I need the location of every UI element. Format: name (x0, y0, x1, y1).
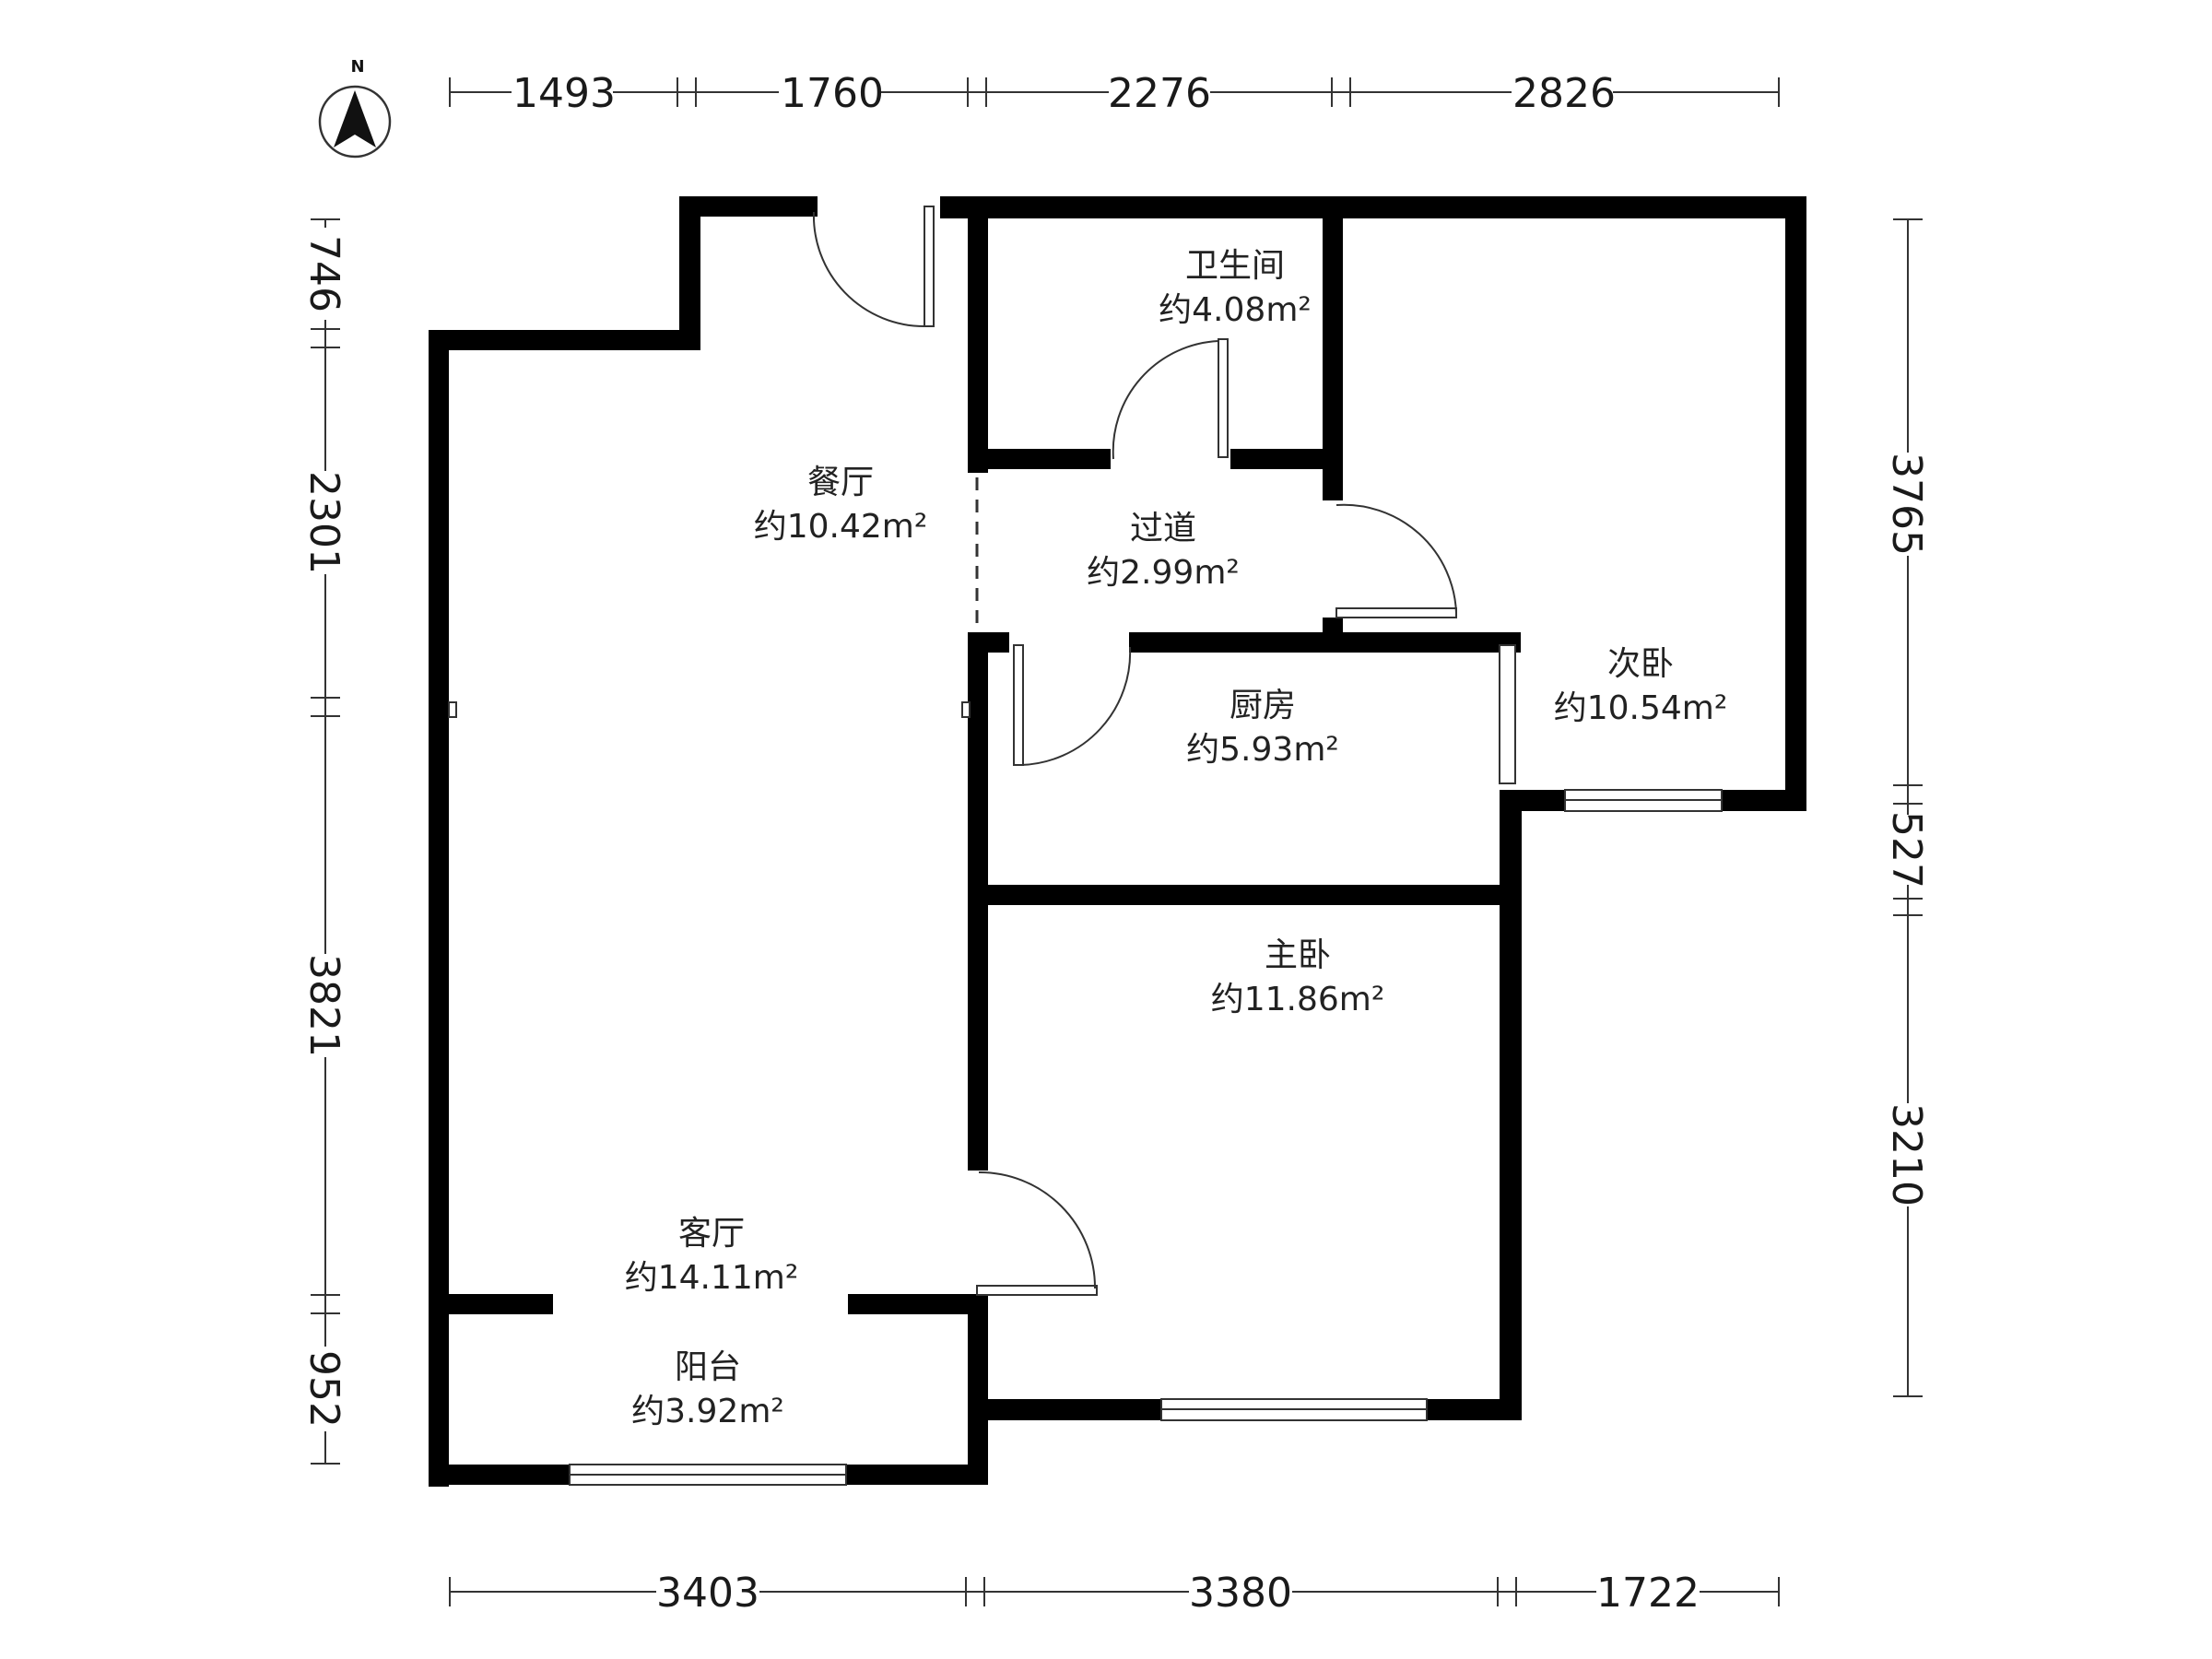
dim-top-3: 2276 (1108, 70, 1211, 117)
room-balcony-name: 阳台 (675, 1348, 741, 1386)
door-bathroom (1112, 338, 1229, 460)
dim-right-3: 3210 (1883, 1103, 1930, 1206)
room-dining: 餐厅 约10.42m² (754, 464, 928, 546)
dim-top-4: 2826 (1512, 70, 1616, 117)
room-kitchen: 厨房 约5.93m² (1186, 687, 1339, 769)
dimensions-right: 3765 527 3210 (1883, 218, 1932, 1397)
windows (569, 644, 1723, 1486)
room-hallway: 过道 约2.99m² (1087, 510, 1240, 592)
room-kitchen-name: 厨房 (1230, 687, 1296, 724)
room-living: 客厅 约14.11m² (625, 1215, 799, 1297)
door-entrance (812, 206, 935, 327)
room-bathroom-area: 约4.08m² (1159, 291, 1312, 329)
dimensions-left: 746 2301 3821 952 (300, 218, 349, 1465)
room-kitchen-area: 约5.93m² (1186, 731, 1339, 769)
room-hallway-area: 约2.99m² (1087, 554, 1240, 592)
room-dining-name: 餐厅 (807, 464, 874, 501)
dim-left-1: 746 (300, 235, 347, 312)
door-second-bedroom (1335, 503, 1457, 618)
dim-top-2: 1760 (781, 70, 884, 117)
compass: N (318, 57, 392, 159)
compass-north-label: N (350, 57, 364, 76)
dim-right-1: 3765 (1883, 453, 1930, 556)
room-labels: 卫生间 约4.08m² 餐厅 约10.42m² 过道 约2.99m² 次卧 约1… (625, 247, 1728, 1430)
walls (429, 196, 1806, 1487)
dim-left-4: 952 (300, 1350, 347, 1428)
room-hallway-name: 过道 (1130, 510, 1196, 547)
dimensions-top: 1493 1760 2276 2826 (449, 68, 1780, 117)
room-master-bedroom: 主卧 约11.86m² (1211, 936, 1385, 1018)
door-kitchen (1013, 644, 1132, 766)
room-second-bedroom-name: 次卧 (1607, 645, 1674, 683)
room-dining-area: 约10.42m² (754, 508, 928, 546)
room-balcony-area: 约3.92m² (631, 1393, 784, 1430)
room-master-bedroom-name: 主卧 (1265, 936, 1331, 974)
room-bathroom-name: 卫生间 (1185, 247, 1285, 285)
dimensions-bottom: 3403 3380 1722 (449, 1568, 1780, 1617)
room-second-bedroom: 次卧 约10.54m² (1554, 645, 1728, 727)
room-balcony: 阳台 约3.92m² (631, 1348, 784, 1430)
doors (448, 206, 1457, 1296)
dim-left-3: 3821 (300, 954, 347, 1057)
window-kitchen-side (1499, 644, 1516, 784)
compass-arrow-icon (334, 90, 376, 147)
room-living-area: 约14.11m² (625, 1259, 799, 1297)
dim-right-2: 527 (1883, 811, 1930, 888)
room-second-bedroom-area: 约10.54m² (1554, 689, 1728, 727)
dim-top-1: 1493 (512, 70, 616, 117)
room-living-name: 客厅 (678, 1215, 745, 1253)
dim-bottom-2: 3380 (1189, 1570, 1292, 1617)
room-bathroom: 卫生间 约4.08m² (1159, 247, 1312, 329)
door-master-bedroom (976, 1171, 1098, 1296)
room-master-bedroom-area: 约11.86m² (1211, 981, 1385, 1018)
dim-bottom-3: 1722 (1596, 1570, 1700, 1617)
dim-bottom-1: 3403 (656, 1570, 759, 1617)
dim-left-2: 2301 (300, 471, 347, 574)
